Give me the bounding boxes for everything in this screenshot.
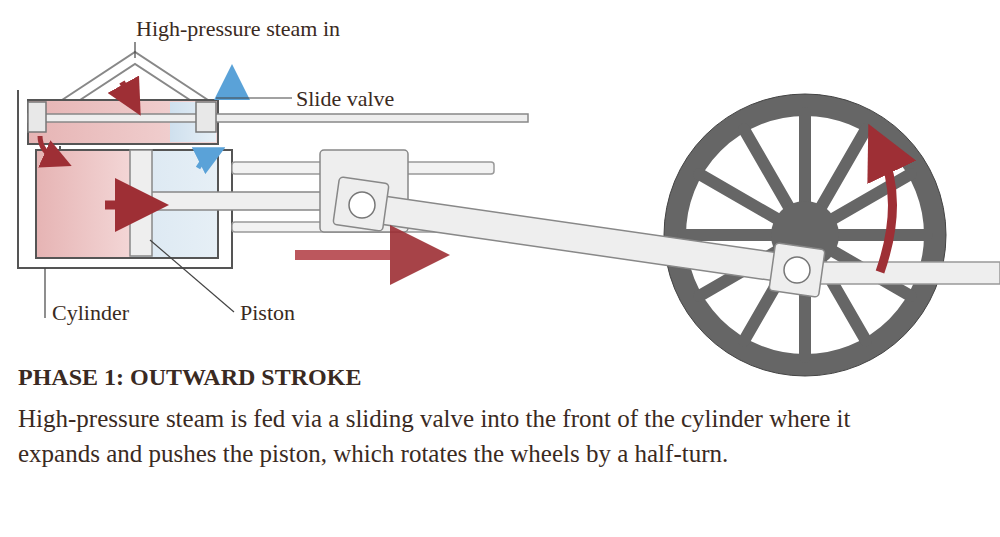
slide-valve (196, 102, 216, 132)
exhaust-out-arrow (229, 82, 235, 100)
steam-flow-arrow (40, 136, 58, 160)
slide-valve (28, 102, 46, 132)
leader-line (44, 268, 45, 318)
leader-line (216, 97, 292, 98)
wheel-spoke (744, 129, 790, 209)
steam-inlet-roof (62, 52, 208, 100)
steam-in-arrow (122, 82, 132, 100)
connecting-rod (352, 192, 800, 284)
leader-line (150, 240, 234, 312)
rotation-arrow (880, 148, 893, 272)
part-label: Piston (238, 300, 297, 326)
part-label: High-pressure steam in (134, 16, 342, 42)
wheel-spoke (835, 229, 927, 241)
motion-arrow (295, 250, 420, 260)
leader-line (134, 42, 135, 58)
exhaust-arrow (198, 154, 212, 168)
wheel-spoke (683, 229, 775, 241)
wheel-spoke (799, 113, 811, 205)
force-arrow (105, 201, 142, 210)
valve-rod (28, 114, 528, 122)
diagram-title: PHASE 1: OUTWARD STROKE (18, 364, 361, 391)
piston-rod (150, 192, 330, 210)
wheel-spoke (831, 174, 911, 220)
driving-wheel (664, 94, 946, 376)
part-label: Cylinder (50, 300, 131, 326)
diagram-caption: High-pressure steam is fed via a sliding… (18, 401, 918, 471)
part-label: Slide valve (294, 86, 396, 112)
